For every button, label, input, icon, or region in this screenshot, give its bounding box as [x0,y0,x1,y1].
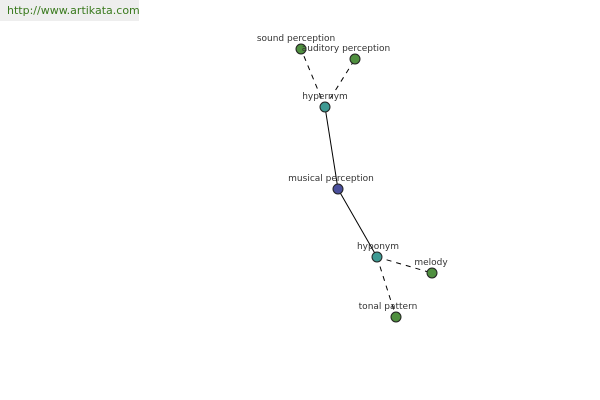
node-musical-perception[interactable] [332,183,344,195]
edges-layer [300,48,433,318]
url-banner: http://www.artikata.com [0,0,140,21]
labels-layer: musical perception hypernym hyponym sound p… [257,34,449,312]
edge-musical-perception-to-hyponym [337,188,378,258]
edge-musical-perception-to-hypernym [324,106,339,190]
node-label-hyponym[interactable]: hyponym [357,242,399,252]
node-label-melody[interactable]: melody [414,258,448,268]
node-label-hypernym[interactable]: hypernym [302,92,348,102]
node-label-musical-perception[interactable]: musical perception [288,174,374,184]
edge-hyponym-to-tonal-pattern [376,256,397,318]
edge-hypernym-to-sound-perception [300,48,326,108]
node-sound-perception[interactable] [295,43,307,55]
node-label-sound-perception[interactable]: sound perception [257,34,335,44]
node-label-auditory-perception[interactable]: auditory perception [302,44,391,54]
node-melody[interactable] [426,267,438,279]
node-label-tonal-pattern[interactable]: tonal pattern [359,302,418,312]
node-hyponym[interactable] [371,251,383,263]
node-auditory-perception[interactable] [349,53,361,65]
node-tonal-pattern[interactable] [390,311,402,323]
nodes-layer [295,43,438,323]
node-hypernym[interactable] [319,101,331,113]
url-link[interactable]: http://www.artikata.com [7,4,140,17]
